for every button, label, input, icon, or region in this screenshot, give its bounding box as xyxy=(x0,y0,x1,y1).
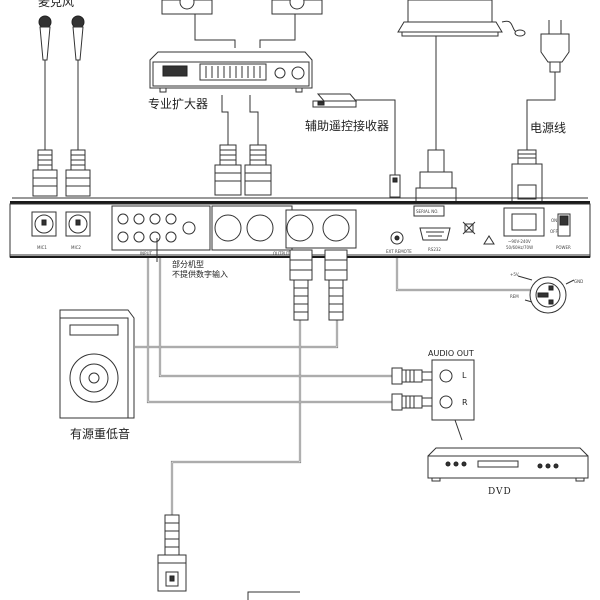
xlr-plug-amp-r xyxy=(244,144,272,196)
mic1-socket-label: MIC1 xyxy=(37,245,47,250)
xlr-plug-mic2 xyxy=(65,149,91,197)
speaker-left xyxy=(161,0,213,15)
cables xyxy=(44,14,556,518)
power-cable xyxy=(526,72,556,150)
power-cord-label: 电源线 xyxy=(530,121,566,135)
ext-remote-label: EXT REMOTE xyxy=(386,249,412,254)
pro-amplifier xyxy=(149,51,313,93)
rca-plug-left xyxy=(391,367,433,385)
output-label: OUTPUT xyxy=(273,251,290,256)
bottom-frame xyxy=(247,591,300,600)
din-gnd-label: GND xyxy=(574,279,583,284)
subwoofer-label: 有源重低音 xyxy=(70,426,130,441)
microphone-2 xyxy=(71,15,85,61)
warning-icon xyxy=(483,235,495,245)
audio-out-l-label: L xyxy=(462,371,467,380)
microphone-1 xyxy=(38,15,52,61)
power-switch xyxy=(557,213,571,237)
power-label: POWER xyxy=(556,245,571,250)
main-unit-back-panel: MIC1 MIC2 INPUT xyxy=(9,197,591,258)
xlr-plug-output-2 xyxy=(324,249,348,321)
serial-number-plate xyxy=(413,205,445,217)
din-rem-label: REM xyxy=(510,294,519,299)
power-plug xyxy=(540,20,570,73)
audio-out-label: AUDIO OUT xyxy=(428,349,474,358)
rca-plug-right xyxy=(391,393,433,411)
db15-vga-plug xyxy=(415,149,457,209)
pro-amplifier-label: 专业扩大器 xyxy=(148,96,208,111)
rca-l-cable xyxy=(158,238,392,378)
rca-input-block xyxy=(111,205,211,251)
computer-monitor xyxy=(397,0,526,37)
din-connector xyxy=(517,275,575,314)
speaker-right xyxy=(271,0,323,15)
mic2-socket-label: MIC2 xyxy=(71,245,81,250)
xlr-plug-bottom xyxy=(157,514,187,592)
serial-no-label: SERIAL NO. xyxy=(416,209,439,214)
iec-power-plug xyxy=(511,149,543,205)
panel-top-band xyxy=(10,201,590,204)
mic2-socket xyxy=(65,211,91,237)
dvd-label: DVD xyxy=(488,487,512,497)
output-sockets xyxy=(211,205,357,251)
din-plus5v-label: +5V xyxy=(510,272,519,277)
mic1-socket xyxy=(31,211,57,237)
xlr-plug-output-1 xyxy=(289,249,313,321)
weee-icon xyxy=(462,221,476,235)
rs232-port xyxy=(419,227,451,241)
remote-receiver-label: 辅助遥控接收器 xyxy=(305,118,389,133)
voltage-label: ~90V-240V xyxy=(508,239,531,244)
subwoofer-cable xyxy=(135,320,339,349)
xlr-plug-amp-l xyxy=(214,144,242,196)
bottom-xlr-cable xyxy=(170,320,302,518)
frequency-label: 50/60Hz/70W xyxy=(506,245,533,250)
active-subwoofer xyxy=(59,309,135,419)
remote-cable xyxy=(350,99,396,175)
partial-models-line2: 不提供数字输入 xyxy=(172,269,228,279)
dvd-pointer-line xyxy=(454,419,463,441)
input-label: INPUT xyxy=(140,251,153,256)
rs232-label: RS232 xyxy=(428,247,441,252)
microphone-label: 麦克风 xyxy=(38,0,74,9)
remote-receiver xyxy=(312,93,358,108)
switch-off-label: OFF xyxy=(550,229,558,234)
switch-on-label: ON xyxy=(551,218,557,223)
remote-jack-plug xyxy=(389,174,401,198)
speaker-left-cable xyxy=(194,14,236,48)
ac-power-socket xyxy=(503,207,545,237)
ext-remote-jack xyxy=(390,231,404,245)
amp-cable-r xyxy=(249,95,259,145)
audio-out-r-label: R xyxy=(462,398,468,407)
dvd-player xyxy=(427,447,589,482)
dvd-audio-out-panel xyxy=(431,359,475,421)
speaker-right-cable xyxy=(259,14,296,48)
partial-models-line1: 部分机型 xyxy=(172,259,204,269)
xlr-plug-mic1 xyxy=(32,149,58,197)
amp-eq-sliders xyxy=(199,63,267,81)
amp-cable-l xyxy=(221,95,229,145)
